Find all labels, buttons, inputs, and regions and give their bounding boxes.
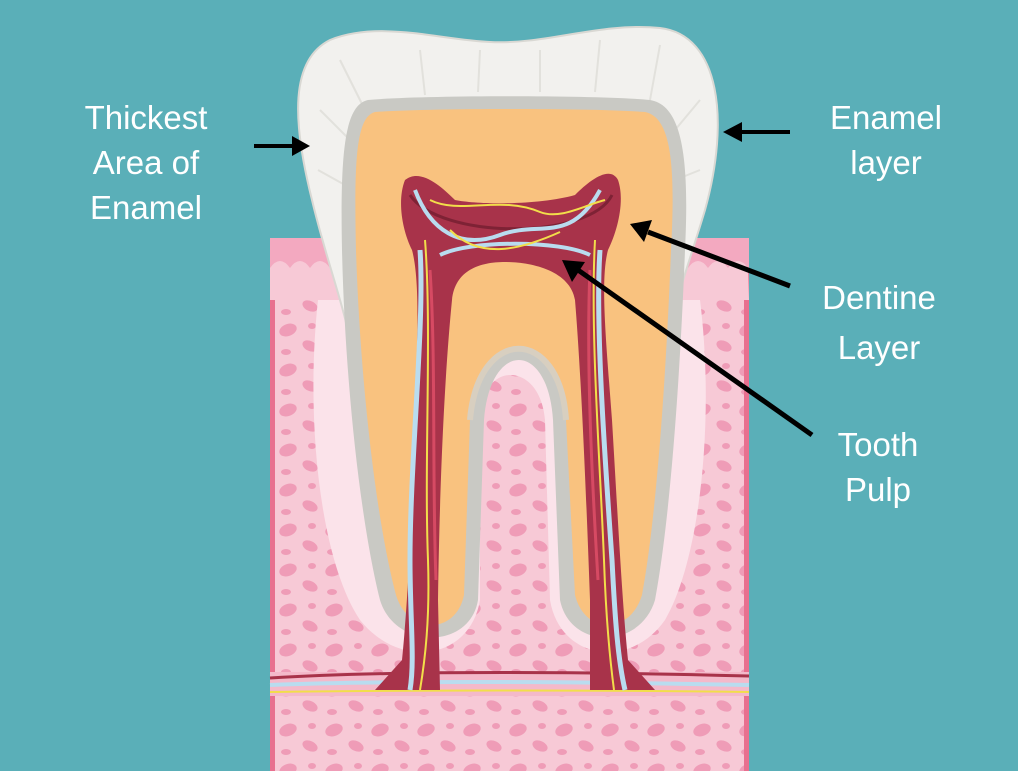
- arrow-enamel-layer: [723, 122, 790, 142]
- arrow-tooth-pulp: [562, 260, 814, 438]
- label-tooth-pulp: Tooth Pulp: [808, 422, 948, 512]
- label-thickest-area-of-enamel: Thickest Area of Enamel: [60, 95, 232, 230]
- canal-nerve: [269, 689, 750, 693]
- canal-artery: [269, 671, 750, 680]
- gum-papilla-right: [668, 261, 749, 300]
- enamel-striations: [317, 39, 701, 186]
- label-line: Layer: [837, 329, 921, 366]
- canal-vein: [269, 679, 750, 687]
- label-line: Enamel: [830, 99, 942, 136]
- label-line: Pulp: [844, 471, 912, 508]
- root-furcation-edge: [467, 345, 569, 421]
- gum-papilla-left: [270, 261, 350, 300]
- arrow-thickest-enamel: [254, 136, 310, 156]
- label-line: Tooth: [837, 426, 919, 463]
- label-line: Thickest: [84, 99, 208, 136]
- label-dentine-layer: Dentine Layer: [795, 273, 963, 373]
- label-line: layer: [850, 144, 922, 181]
- label-enamel-layer: Enamel layer: [810, 95, 962, 185]
- arrow-dentine-layer: [630, 220, 791, 289]
- annotation-arrows: [254, 122, 814, 438]
- pulp-vessels: [407, 189, 628, 691]
- tooth-pulp: [375, 173, 655, 690]
- label-line: Area of: [92, 144, 200, 181]
- label-line: Dentine: [822, 279, 936, 316]
- label-line: Enamel: [90, 189, 202, 226]
